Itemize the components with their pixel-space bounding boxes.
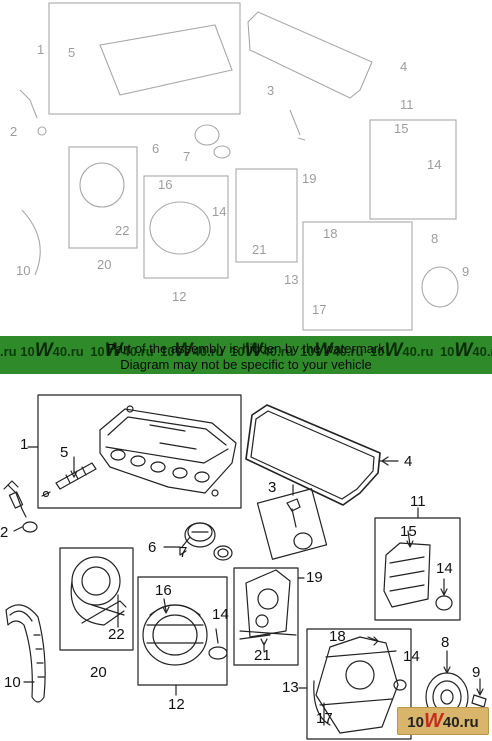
watermark-logo: .ru 10W40.ru — [0, 340, 84, 361]
part-5-pcv-breather — [41, 456, 97, 498]
part-12-middle-cover — [142, 598, 228, 666]
watermark-banner: .ru 10W40.ru 10W40.ru 10W40.ru 10W40.ru … — [0, 336, 492, 374]
frame-part-13 — [306, 628, 412, 740]
cylinder-head-cover — [99, 405, 237, 497]
callout-3: 3 — [267, 83, 275, 98]
callout-10: 10 — [16, 263, 31, 278]
banner-note-line2: Diagram may not be specific to your vehi… — [120, 357, 372, 372]
diagram-main-drawing — [3, 394, 487, 740]
callout-20: 20 — [90, 664, 107, 681]
callout-1: 1 — [37, 42, 45, 57]
frame-part-1 — [37, 394, 242, 509]
part-19-back-cover-rear — [239, 569, 297, 652]
callout-18: 18 — [329, 628, 346, 645]
callout-8: 8 — [441, 634, 450, 651]
diagram-top-drawing — [19, 2, 459, 331]
callout-15: 15 — [400, 523, 417, 540]
callout-5: 5 — [68, 45, 76, 60]
callout-18: 18 — [323, 226, 338, 241]
callout-16: 16 — [158, 177, 173, 192]
callout-5: 5 — [60, 444, 69, 461]
callout-9: 9 — [462, 264, 470, 279]
part-3-spark-plug-seal — [256, 484, 328, 560]
part-11-upper-front-cover — [383, 530, 453, 611]
callout-14c: 14 — [403, 648, 420, 665]
part-4-cover-gasket — [245, 404, 399, 506]
callout-7: 7 — [183, 149, 191, 164]
callout-1: 1 — [20, 436, 29, 453]
callout-8: 8 — [431, 231, 439, 246]
watermark-logo: 10W40.ru — [230, 340, 294, 361]
callout-4: 4 — [400, 59, 408, 74]
callout-16: 16 — [155, 582, 172, 599]
callout-9: 9 — [472, 664, 481, 681]
callout-4: 4 — [404, 453, 413, 470]
callout-20: 20 — [97, 257, 112, 272]
part-20-timing-belt-back-cover — [70, 556, 127, 628]
watermark-logo: 10W40.ru — [370, 340, 434, 361]
callout-14a: 14 — [212, 204, 227, 219]
callout-2: 2 — [0, 524, 9, 541]
frame-part-19 — [233, 567, 299, 666]
callout-6: 6 — [148, 539, 157, 556]
callout-21: 21 — [254, 647, 271, 664]
watermark-row: .ru 10W40.ru 10W40.ru 10W40.ru 10W40.ru … — [0, 340, 492, 362]
callout-13: 13 — [284, 272, 299, 287]
callout-15: 15 — [394, 121, 409, 136]
banner-note-line1: Part of the assembly is hidden by the wa… — [107, 341, 385, 356]
watermark-badge: 10W40.ru — [397, 707, 489, 735]
callout-19: 19 — [306, 569, 323, 586]
callout-3: 3 — [268, 479, 277, 496]
callout-19: 19 — [302, 171, 317, 186]
part-6-oil-filler-cap — [163, 522, 233, 561]
callout-11: 11 — [400, 97, 414, 112]
callout-7: 7 — [179, 544, 188, 561]
callout-14b: 14 — [436, 560, 453, 577]
part-2-oil-pressure-switch — [3, 480, 38, 533]
watermark-logo: 10W40.ru — [300, 340, 364, 361]
callout-21: 21 — [252, 242, 267, 257]
watermark-logo: 10W40.ru — [160, 340, 224, 361]
callout-13: 13 — [282, 679, 299, 696]
watermark-logo: 10W40.ru — [439, 340, 492, 361]
callout-10: 10 — [4, 674, 21, 691]
callout-17: 17 — [312, 302, 327, 317]
callout-22: 22 — [115, 223, 130, 238]
callout-11: 11 — [410, 493, 426, 510]
diagram-top-faded: 1 2 3 4 5 6 7 8 9 10 11 12 13 14 14 15 1… — [0, 0, 492, 336]
watermark-logo: 10W40.ru — [90, 340, 154, 361]
callout-12: 12 — [172, 289, 187, 304]
callout-14b: 14 — [427, 157, 442, 172]
callout-12: 12 — [168, 696, 185, 713]
callout-22: 22 — [108, 626, 125, 643]
part-13-lower-front-cover — [313, 636, 407, 734]
callout-17: 17 — [316, 710, 333, 727]
part-9-pulley-bolt — [471, 678, 487, 708]
frame-part-12 — [137, 576, 228, 686]
part-10-timing-belt — [5, 604, 46, 703]
diagram-main: 1 2 3 4 5 6 7 8 9 10 11 12 13 14 14 14 1… — [0, 385, 492, 741]
callout-14a: 14 — [212, 606, 229, 623]
callout-6: 6 — [152, 141, 160, 156]
frame-part-20 — [59, 547, 134, 651]
callout-2: 2 — [10, 124, 18, 139]
